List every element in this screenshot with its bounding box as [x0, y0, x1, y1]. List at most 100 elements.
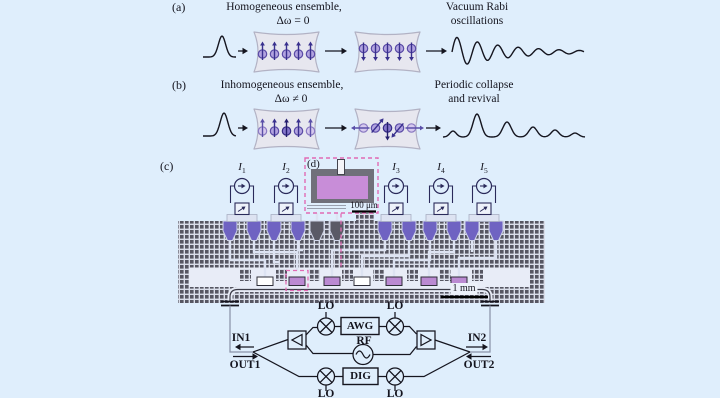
mesh-blocks — [240, 269, 483, 281]
drive-traces — [228, 213, 498, 277]
spin-arrow — [392, 122, 404, 137]
arrowhead-icon — [241, 206, 246, 211]
panel-b-result-1: Periodic collapse — [434, 79, 514, 91]
feedline-pad — [385, 276, 403, 286]
sine-icon — [355, 350, 371, 359]
in2-label: IN2 — [467, 331, 487, 344]
capacitor-icon — [221, 300, 239, 307]
splitter-triangle-icon — [420, 333, 433, 347]
arrowhead-icon — [397, 57, 402, 61]
spin-down-icon — [394, 42, 405, 61]
current-source-label: I3 — [392, 161, 400, 176]
arrowhead-icon — [482, 343, 488, 351]
panel-a-title: Homogeneous ensemble, — [226, 1, 342, 13]
spin-up-icon — [257, 118, 268, 137]
panel-a-label: (a) — [172, 0, 186, 14]
arrowhead-icon — [272, 41, 277, 46]
dig-label: DIG — [350, 369, 371, 382]
lo-label: LO — [386, 300, 404, 312]
bond-pad-funnel — [446, 220, 462, 241]
spin-up-right-icon — [370, 118, 384, 134]
mixer-x — [388, 320, 402, 333]
arrowhead-icon — [285, 183, 290, 189]
circuit-wiring — [221, 300, 499, 391]
current-source-label: I4 — [437, 161, 445, 176]
launcher-pedestal — [468, 214, 500, 222]
splitter-triangle-icon — [290, 333, 303, 347]
spin-down-icon — [382, 122, 393, 141]
arrowhead-icon — [391, 132, 396, 138]
launcher-pedestal — [380, 214, 412, 222]
bond-pad-funnel — [290, 220, 306, 241]
arrowhead-icon — [440, 183, 445, 189]
mixers — [316, 317, 405, 386]
panel-a-result-2: oscillations — [450, 15, 504, 27]
spin-up-icon — [305, 118, 316, 137]
spin-down-icon — [382, 42, 393, 61]
input-pulse — [203, 112, 237, 137]
spin-up-icon — [269, 41, 280, 60]
spin-up-icon — [305, 41, 316, 60]
spin-right-icon — [405, 123, 424, 133]
arrowhead-icon — [296, 41, 301, 46]
bond-pad-funnel — [246, 220, 262, 241]
mixer-icon — [316, 367, 336, 386]
mixer-icon — [316, 317, 336, 336]
arrowhead-icon — [260, 41, 265, 46]
arrowhead-icon — [241, 183, 246, 189]
arrowhead-icon — [284, 118, 289, 123]
current-source — [425, 177, 457, 222]
spin-arrow — [371, 119, 383, 134]
power-splitter — [416, 330, 436, 350]
spin-down-left-icon — [391, 122, 405, 138]
bias-wires — [471, 185, 497, 203]
arrowhead-icon — [341, 47, 347, 55]
lo-label: LO — [317, 300, 335, 312]
arrowhead-icon — [284, 41, 289, 46]
mixer-x — [388, 370, 402, 383]
spin-down-icon — [370, 42, 381, 61]
feedline-pad — [420, 276, 438, 286]
bias-wires — [428, 185, 454, 203]
feedline-pad — [353, 276, 371, 286]
panel-a-result-1: Vacuum Rabi — [445, 1, 509, 13]
spin-up-icon — [293, 41, 304, 60]
panel-c-label: (c) — [160, 159, 174, 173]
arrowhead-icon — [483, 183, 488, 189]
arrowhead-icon — [483, 206, 488, 211]
awg-label: AWG — [346, 319, 374, 332]
arrowhead-icon — [242, 47, 248, 55]
inset-feedline — [307, 205, 346, 209]
arrowhead-icon — [308, 118, 313, 123]
current-source — [468, 177, 500, 222]
mixer-x — [319, 320, 333, 333]
arrowhead-icon — [409, 57, 414, 61]
current-source — [270, 177, 302, 222]
current-source-label: I2 — [282, 161, 290, 176]
arrowhead-icon — [252, 353, 258, 360]
bias-wires — [229, 185, 255, 203]
arrowhead-icon — [385, 57, 390, 61]
out2-label: OUT2 — [463, 358, 495, 371]
feedline-pad — [323, 276, 341, 286]
current-sources — [226, 177, 500, 222]
inset-qubit-pad — [317, 176, 368, 199]
arrowhead-icon — [466, 353, 472, 360]
panel-b-title: Inhomogeneous ensemble, — [220, 79, 344, 91]
arrowhead-icon — [272, 118, 277, 123]
spin-up-icon — [281, 41, 292, 60]
current-source — [380, 177, 412, 222]
arrowhead-icon — [435, 124, 441, 132]
panel-b-art — [203, 108, 586, 150]
spin-down-icon — [358, 42, 369, 61]
arrowhead-icon — [385, 136, 390, 141]
arrowhead-icon — [361, 57, 366, 61]
mixer-x — [319, 370, 333, 383]
arrowhead-icon — [260, 118, 265, 123]
panel-b-result-2: and revival — [448, 93, 500, 105]
arrowhead-icon — [235, 343, 241, 351]
current-source — [226, 177, 258, 222]
arrowhead-icon — [308, 41, 313, 46]
in1-label: IN1 — [231, 331, 251, 344]
